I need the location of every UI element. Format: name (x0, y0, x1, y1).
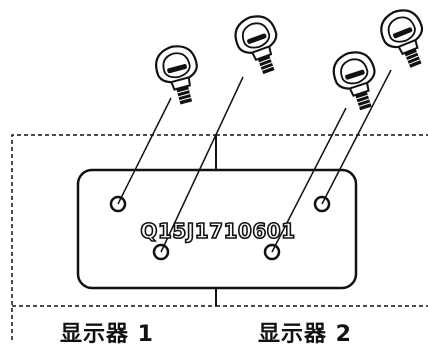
thumb-screw-2-icon (229, 9, 289, 81)
display-1-outline (11, 134, 216, 340)
thumb-screw-4-icon (374, 3, 428, 75)
guide-line-1 (117, 97, 172, 205)
display-2-label: 显示器 2 (258, 322, 352, 347)
guide-lines (117, 69, 392, 253)
display-1-label: 显示器 1 (60, 322, 154, 347)
thumb-screw-3-icon (327, 45, 387, 116)
thumb-screw-1-icon (150, 40, 207, 110)
guide-line-4 (321, 69, 392, 205)
plate-serial-text: Q15J1710601 (140, 219, 295, 243)
guide-line-3 (271, 107, 347, 253)
mounting-plate (76, 168, 358, 290)
guide-line-2 (160, 76, 244, 253)
